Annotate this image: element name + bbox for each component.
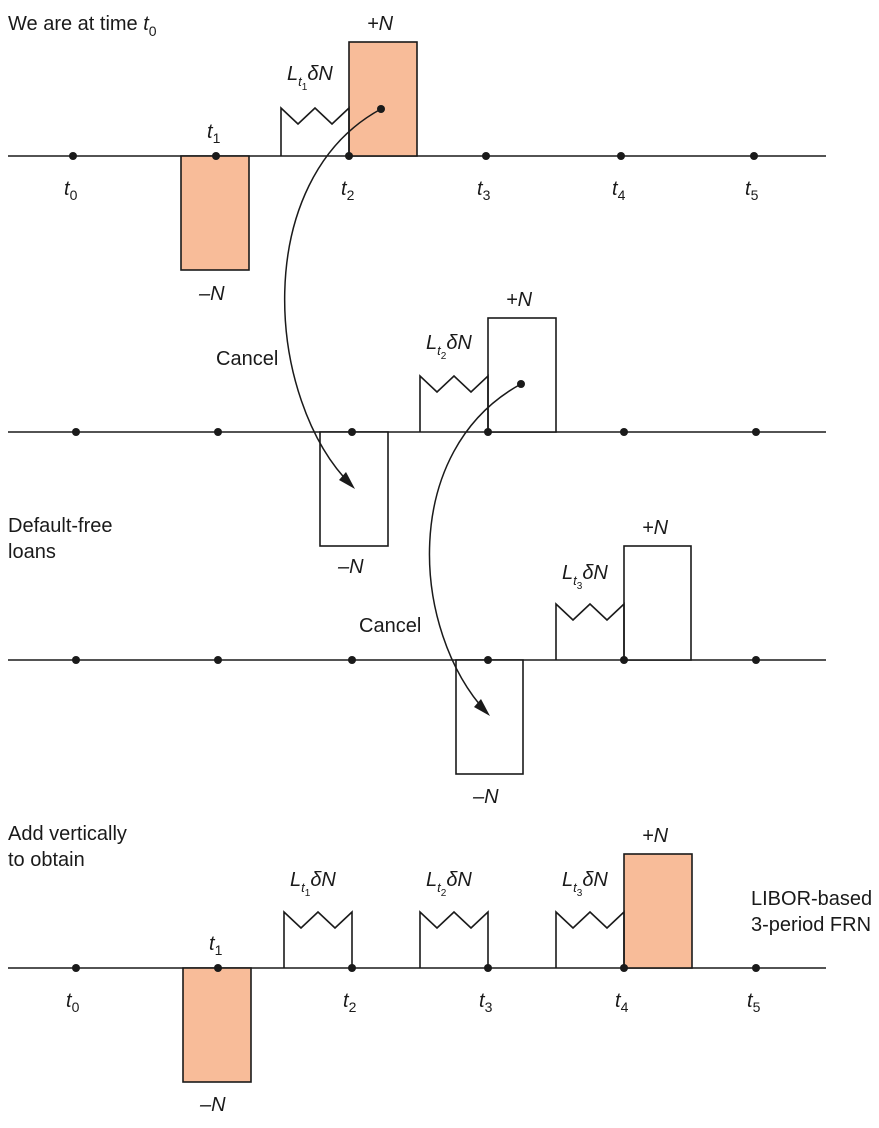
- row-2-cash-flows: +N –N Lt2δN Cancel: [8, 289, 826, 578]
- row-2-point-t2: [348, 428, 356, 436]
- row-2-point-t3: [484, 428, 492, 436]
- row-4-negative-principal-label: –N: [199, 1094, 226, 1116]
- row-1-positive-principal-label: +N: [367, 13, 394, 35]
- row-1-negative-principal-label: –N: [198, 283, 225, 305]
- row-2-point-t0: [72, 428, 80, 436]
- row-1-interest-zigzag: [280, 106, 350, 156]
- cancel-arrow-2-head: [474, 699, 490, 716]
- row-3-point-t5: [752, 656, 760, 664]
- row-3-interest-zigzag: [555, 602, 625, 660]
- add-vertically-label: Add vertically to obtain: [8, 823, 133, 871]
- row-1-point-t1: [212, 152, 220, 160]
- libor-frn-label: LIBOR-based 3-period FRN: [751, 888, 878, 936]
- row-3-point-t3: [484, 656, 492, 664]
- row-2-negative-principal-label: –N: [337, 556, 364, 578]
- row-4-interest-label-1: Lt1δN: [290, 869, 336, 899]
- row-1-point-t4: [617, 152, 625, 160]
- row-1-cash-flows: t0 t1 t2 t3 t4 t5 +N –N Lt1δN: [8, 13, 826, 305]
- row-3-point-t1: [214, 656, 222, 664]
- row-2-interest-zigzag: [419, 374, 489, 432]
- row-1-label-t2: t2: [341, 178, 355, 203]
- row-1-positive-principal-box: [348, 41, 418, 157]
- row-2-point-t4: [620, 428, 628, 436]
- row-3-cash-flows: +N –N Lt3δN Cancel: [8, 517, 826, 808]
- row-4-label-t1: t1: [209, 933, 223, 958]
- row-4-label-t2: t2: [343, 990, 357, 1015]
- row-3-positive-principal-label: +N: [642, 517, 669, 539]
- row-2-point-t1: [214, 428, 222, 436]
- row-4-point-t4: [620, 964, 628, 972]
- row-4-label-t3: t3: [479, 990, 493, 1015]
- cancel-arrow-1: [283, 105, 385, 489]
- row-2-point-t5: [752, 428, 760, 436]
- cancel-label-2: Cancel: [359, 615, 421, 637]
- row-3-interest-label: Lt3δN: [562, 562, 608, 592]
- row-1-point-t3: [482, 152, 490, 160]
- row-4-positive-principal-box: [623, 853, 693, 969]
- row-4-interest-label-2: Lt2δN: [426, 869, 472, 899]
- row-4-point-t2: [348, 964, 356, 972]
- cancel-label-1: Cancel: [216, 348, 278, 370]
- row-2-negative-principal-box: [319, 431, 389, 547]
- row-1-point-t0: [69, 152, 77, 160]
- row-1-negative-principal-box: [180, 155, 250, 271]
- row-1-label-t1: t1: [207, 121, 221, 146]
- row-1-interest-label: Lt1δN: [287, 63, 333, 93]
- row-4-negative-principal-box: [182, 967, 252, 1083]
- row-2-positive-principal-label: +N: [506, 289, 533, 311]
- row-1-label-t0: t0: [64, 178, 78, 203]
- row-4-interest-zigzag-2: [419, 910, 489, 968]
- row-1-label-t4: t4: [612, 178, 626, 203]
- row-4-label-t4: t4: [615, 990, 629, 1015]
- default-free-loans-label: Default-free loans: [8, 515, 118, 563]
- row-3-positive-principal-box: [623, 545, 692, 661]
- cancel-arrow-1-curve: [283, 108, 382, 487]
- row-2-positive-principal-box: [487, 317, 557, 433]
- cancel-arrow-1-head: [339, 472, 355, 489]
- row-1-point-t2: [345, 152, 353, 160]
- cancel-arrow-2: [428, 380, 525, 716]
- row-1-point-t5: [750, 152, 758, 160]
- row-4-point-t3: [484, 964, 492, 972]
- row-4-interest-zigzag-3: [555, 910, 625, 968]
- row-4-result-cash-flows: t0 t1 t2 t3 t4 t5 +N –N Lt1δN Lt2δN Lt3δ…: [8, 825, 826, 1116]
- row-3-negative-principal-label: –N: [472, 786, 499, 808]
- row-3-point-t2: [348, 656, 356, 664]
- row-4-interest-zigzag-1: [283, 910, 353, 968]
- row-4-positive-principal-label: +N: [642, 825, 669, 847]
- row-1-label-t5: t5: [745, 178, 759, 203]
- row-4-point-t1: [214, 964, 222, 972]
- row-4-label-t0: t0: [66, 990, 80, 1015]
- row-4-label-t5: t5: [747, 990, 761, 1015]
- row-1-label-t3: t3: [477, 178, 491, 203]
- row-3-point-t4: [620, 656, 628, 664]
- row-4-interest-label-3: Lt3δN: [562, 869, 608, 899]
- row-3-point-t0: [72, 656, 80, 664]
- row-2-interest-label: Lt2δN: [426, 332, 472, 362]
- row-3-negative-principal-box: [455, 659, 524, 775]
- row-4-point-t0: [72, 964, 80, 972]
- cancel-arrow-2-curve: [428, 383, 522, 714]
- current-time-label: We are at time t0: [8, 13, 157, 39]
- row-4-point-t5: [752, 964, 760, 972]
